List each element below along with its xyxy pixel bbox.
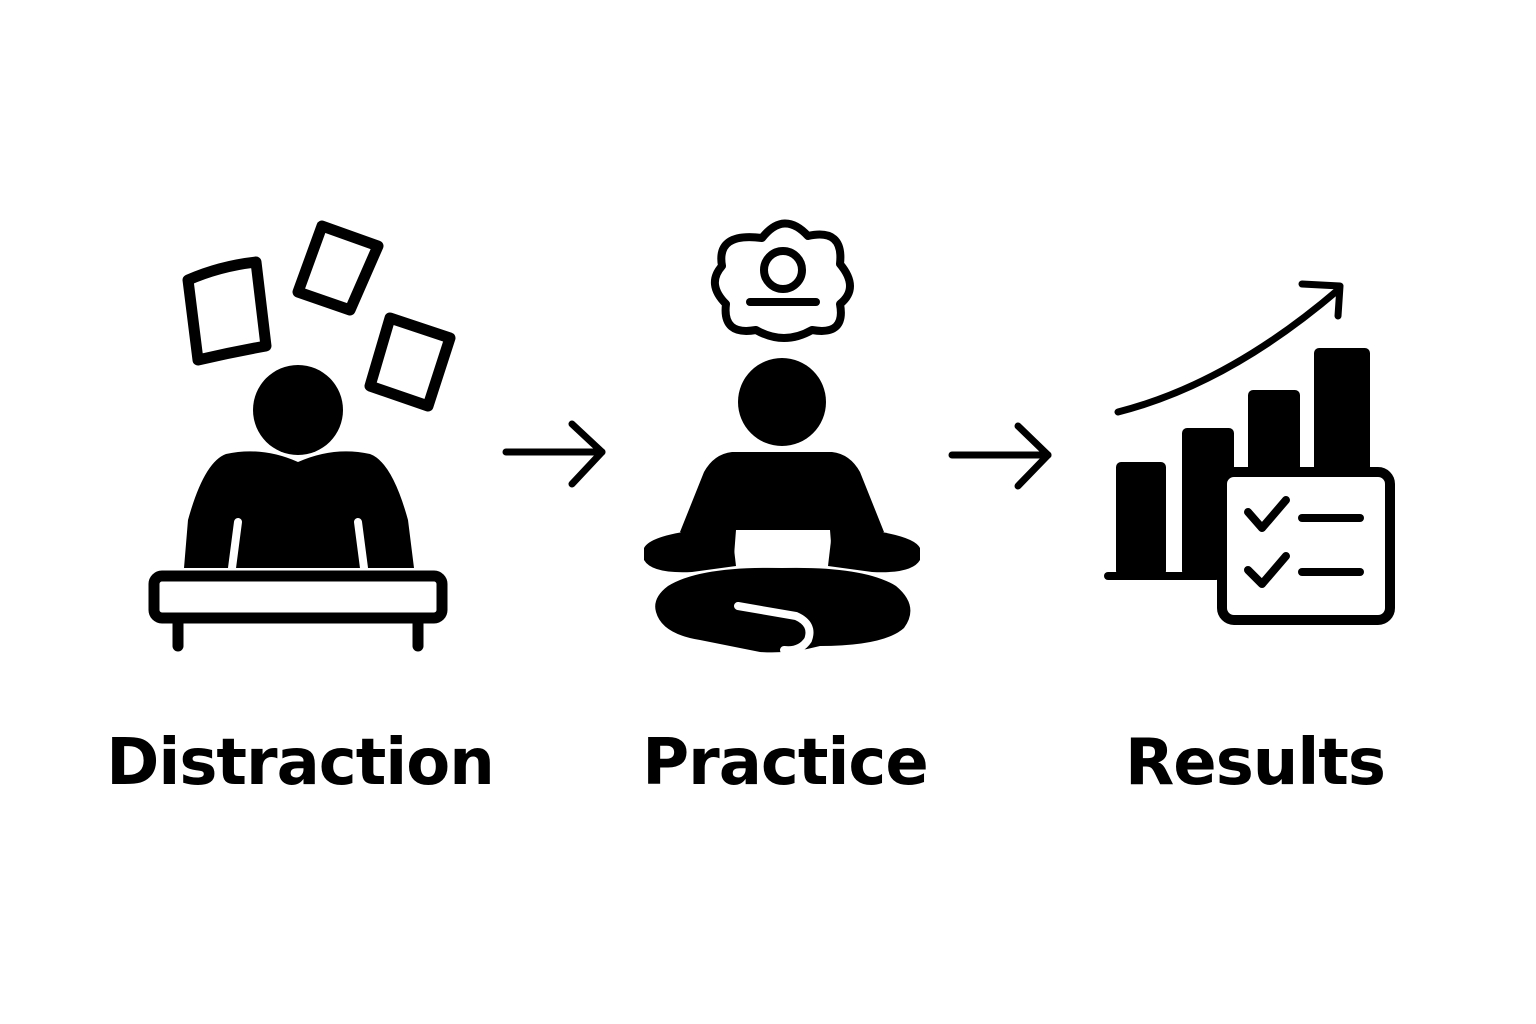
right-arrow-icon: [502, 420, 606, 488]
thought-cloud-icon: [711, 219, 854, 342]
meditating-person-icon: [644, 219, 920, 655]
desk-icon: [148, 570, 448, 652]
distracted-person-at-desk-icon: [148, 220, 456, 652]
stage-label-results: Results: [1125, 726, 1386, 800]
stage-label-practice: Practice: [642, 726, 928, 800]
person-torso: [184, 451, 414, 568]
person-head: [738, 358, 826, 446]
right-arrow-icon: [948, 422, 1052, 490]
growth-chart-checklist-icon: [1104, 280, 1395, 625]
flying-paper-icon: [182, 256, 272, 366]
flying-paper-icon: [292, 220, 384, 316]
person-head: [253, 365, 343, 455]
person-torso: [680, 452, 884, 556]
stage-label-distraction: Distraction: [106, 726, 495, 800]
trend-arrow-icon: [1114, 280, 1344, 416]
flying-paper-icon: [364, 312, 456, 412]
checklist-icon: [1217, 467, 1395, 625]
checkmark-icon: [1244, 496, 1290, 532]
checkmark-icon: [1244, 552, 1290, 588]
